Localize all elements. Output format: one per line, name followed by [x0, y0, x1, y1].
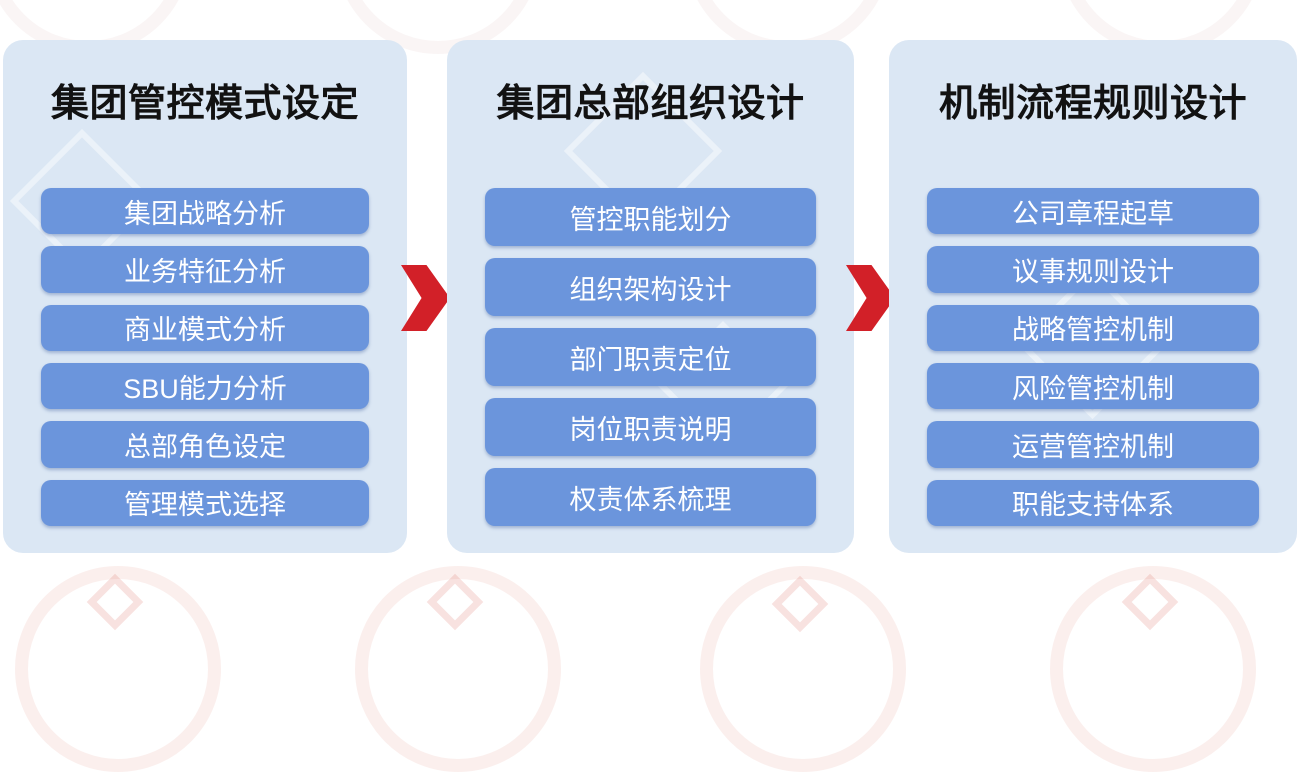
watermark-stamp — [355, 566, 561, 772]
step-item: 岗位职责说明 — [485, 398, 816, 456]
step-item: 公司章程起草 — [927, 188, 1259, 235]
step-item: 总部角色设定 — [41, 421, 369, 468]
arrow-right-icon — [401, 265, 450, 331]
step-item: 战略管控机制 — [927, 304, 1259, 351]
watermark-stamp — [700, 566, 906, 772]
watermark-logo-icon — [426, 573, 484, 631]
step-item: 集团战略分析 — [41, 188, 369, 235]
step-item: 组织架构设计 — [485, 258, 816, 316]
step-item: 商业模式分析 — [41, 304, 369, 351]
phase-panel-1: 集团管控模式设定 集团战略分析 业务特征分析 商业模式分析 SBU能力分析 总部… — [3, 40, 407, 553]
watermark-stamp — [1050, 566, 1256, 772]
step-item: 管理模式选择 — [41, 479, 369, 526]
watermark-logo-icon — [771, 575, 829, 633]
phase-panel-3: 机制流程规则设计 公司章程起草 议事规则设计 战略管控机制 风险管控机制 运营管… — [889, 40, 1297, 553]
step-list: 集团战略分析 业务特征分析 商业模式分析 SBU能力分析 总部角色设定 管理模式… — [41, 188, 369, 526]
watermark-stamp — [15, 566, 221, 772]
step-item: 职能支持体系 — [927, 479, 1259, 526]
step-list: 公司章程起草 议事规则设计 战略管控机制 风险管控机制 运营管控机制 职能支持体… — [927, 188, 1259, 526]
step-item: 业务特征分析 — [41, 246, 369, 293]
step-item: SBU能力分析 — [41, 362, 369, 410]
phase-panel-2: 集团总部组织设计 管控职能划分 组织架构设计 部门职责定位 岗位职责说明 权责体… — [447, 40, 854, 553]
watermark-logo-icon — [86, 573, 144, 631]
phase-title: 集团总部组织设计 — [496, 83, 805, 125]
step-item: 部门职责定位 — [485, 328, 816, 386]
step-list: 管控职能划分 组织架构设计 部门职责定位 岗位职责说明 权责体系梳理 — [485, 188, 816, 526]
step-item: 风险管控机制 — [927, 362, 1259, 410]
phase-title: 集团管控模式设定 — [50, 83, 359, 125]
step-item: 运营管控机制 — [927, 421, 1259, 468]
step-item: 权责体系梳理 — [485, 468, 816, 526]
watermark-logo-icon — [1121, 573, 1179, 631]
phase-title: 机制流程规则设计 — [938, 83, 1247, 125]
step-item: 议事规则设计 — [927, 246, 1259, 293]
step-item: 管控职能划分 — [485, 188, 816, 246]
